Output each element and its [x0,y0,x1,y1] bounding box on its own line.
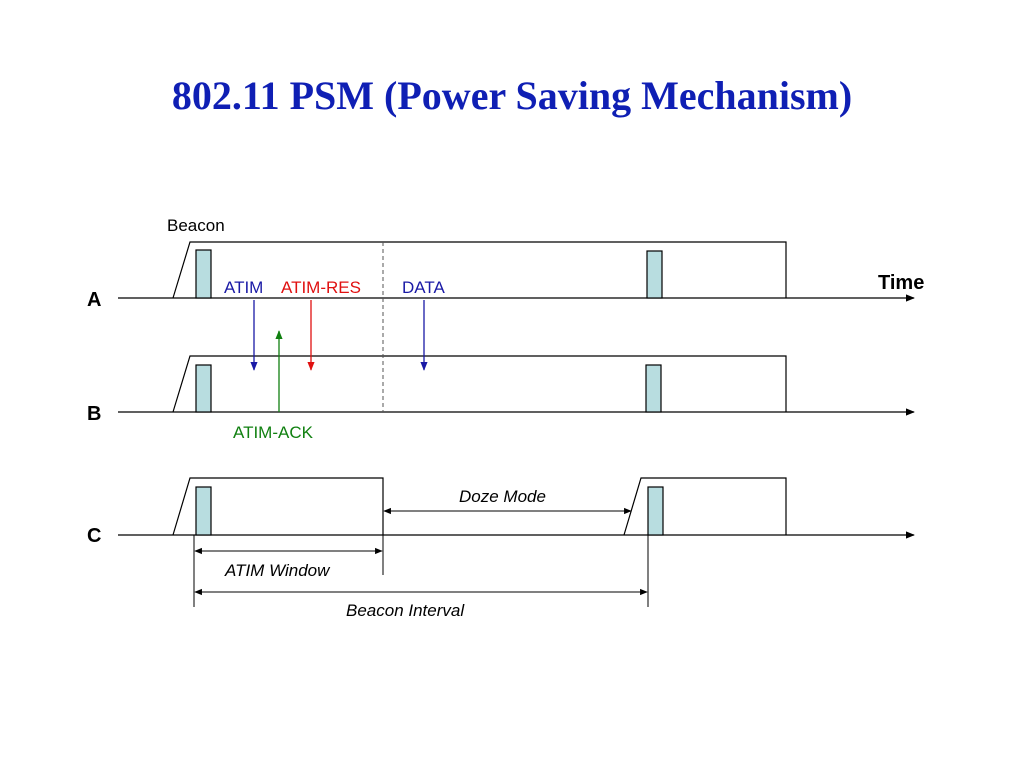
beacon-frame-b1 [195,364,212,413]
awake-window-c1 [172,477,384,536]
beacon-frame-a1 [195,249,212,299]
atim-ack-label: ATIM-ACK [233,423,314,442]
station-label-b: B [87,403,101,425]
slide-title: 802.11 PSM (Power Saving Mechanism) [171,73,853,118]
atim-window-label: ATIM Window [224,561,331,580]
data-label: DATA [402,278,445,297]
station-label-c: C [87,525,101,547]
awake-window-b [172,355,787,413]
awake-window-c2 [623,477,787,536]
beacon-label: Beacon [167,216,225,235]
beacon-frame-b2 [645,364,662,413]
atim-label: ATIM [224,278,263,297]
beacon-frame-c2 [647,486,664,536]
beacon-interval-label: Beacon Interval [346,601,465,620]
doze-mode-label: Doze Mode [459,487,546,506]
beacon-frame-c1 [195,486,212,536]
beacon-frame-a2 [646,250,663,299]
time-label: Time [878,272,924,294]
awake-window-a [172,241,787,299]
atim-res-label: ATIM-RES [281,278,361,297]
station-label-a: A [87,289,101,311]
